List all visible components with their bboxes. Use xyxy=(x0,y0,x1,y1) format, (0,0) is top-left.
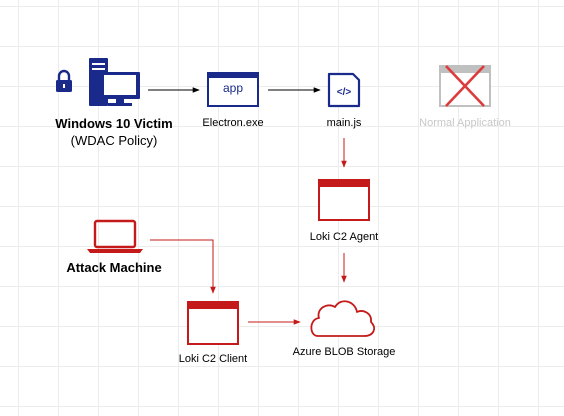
mainjs-label: main.js xyxy=(327,117,362,129)
node-attacker: Attack Machine xyxy=(66,219,162,275)
application-window-icon: app xyxy=(207,72,259,107)
normal-app-label: Normal Application xyxy=(419,117,511,129)
node-mainjs: </> main.js xyxy=(327,72,362,129)
electron-label: Electron.exe xyxy=(202,117,263,129)
cloud-icon xyxy=(310,300,375,337)
blocked-window-icon xyxy=(439,65,491,107)
attacker-label: Attack Machine xyxy=(66,260,161,275)
window-icon xyxy=(318,179,370,221)
node-agent: Loki C2 Agent xyxy=(310,179,379,243)
node-storage: Azure BLOB Storage xyxy=(293,300,396,358)
victim-subtitle: (WDAC Policy) xyxy=(71,133,158,148)
lock-icon xyxy=(56,69,72,92)
node-electron: app Electron.exe xyxy=(202,72,264,129)
storage-label: Azure BLOB Storage xyxy=(293,346,396,358)
node-normal-application: Normal Application xyxy=(419,65,511,129)
app-icon-text: app xyxy=(223,81,243,95)
desktop-computer-icon xyxy=(89,58,140,106)
client-label: Loki C2 Client xyxy=(179,353,247,365)
edge-attacker-to-client xyxy=(150,239,216,294)
victim-title: Windows 10 Victim xyxy=(55,116,172,131)
window-icon xyxy=(187,301,239,345)
node-victim: Windows 10 Victim (WDAC Policy) xyxy=(55,58,173,148)
agent-label: Loki C2 Agent xyxy=(310,231,379,243)
code-icon-text: </> xyxy=(337,87,352,98)
laptop-icon xyxy=(87,219,143,253)
code-file-icon: </> xyxy=(327,72,361,108)
node-client: Loki C2 Client xyxy=(179,301,247,365)
